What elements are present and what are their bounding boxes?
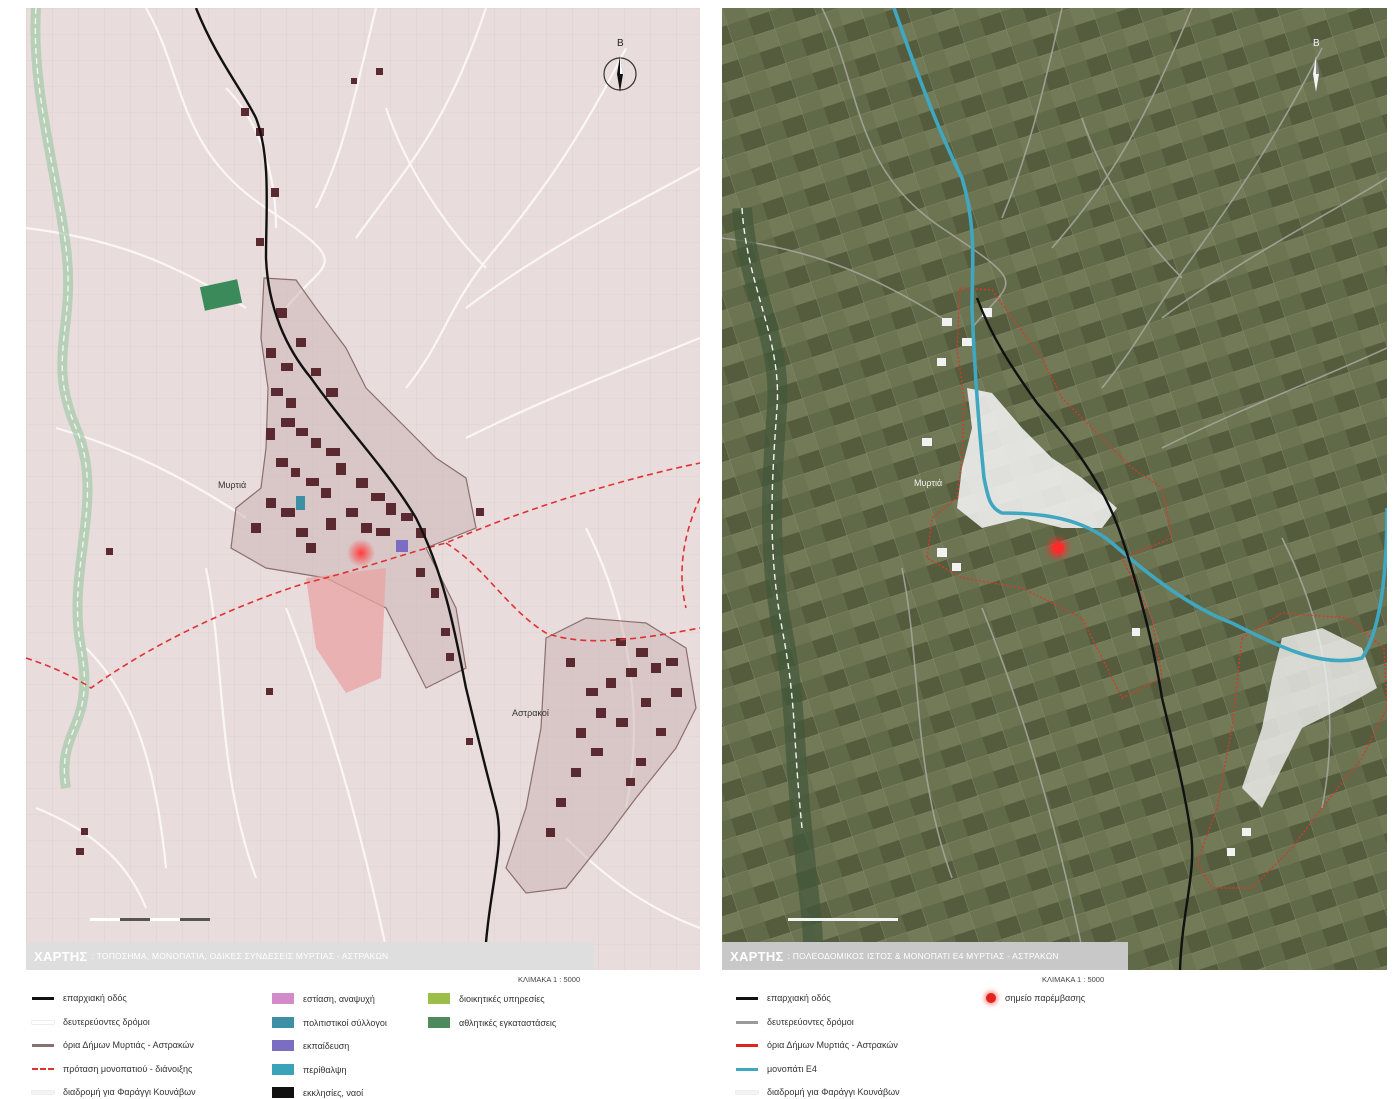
left-legend-label: πολιτιστικοί σύλλογοι — [303, 1017, 387, 1028]
left-legend-item: εστίαση, αναψυχή — [272, 993, 375, 1004]
right-legend-item: όρια Δήμων Μυρτιάς - Αστρακών — [736, 1040, 898, 1050]
left-legend-item: επαρχιακή οδός — [32, 993, 127, 1003]
left-legend-label: εκπαίδευση — [303, 1040, 350, 1051]
settlement-buildings — [922, 308, 1377, 856]
right-legend-item: δευτερεύοντες δρόμοι — [736, 1017, 854, 1027]
left-legend-item: εκκλησίες, ναοί — [272, 1087, 363, 1098]
right-legend-symbol — [736, 1090, 758, 1094]
left-map-title: ΧΑΡΤΗΣ : ΤΟΠΟΣΗΜΑ, ΜΟΝΟΠΑΤΙΑ, ΟΔΙΚΕΣ ΣΥΝ… — [26, 942, 594, 970]
north-letter: Β — [617, 38, 624, 49]
left-legend-item: όρια Δήμων Μυρτιάς - Αστρακών — [32, 1040, 194, 1050]
gorge-trail-line — [34, 8, 89, 789]
left-legend-symbol — [272, 1040, 294, 1051]
left-legend-symbol — [32, 1068, 54, 1070]
right-title-main: ΧΑΡΤΗΣ — [730, 948, 784, 964]
left-legend-symbol — [272, 1017, 294, 1028]
left-legend-symbol — [272, 1064, 294, 1075]
left-legend-label: επαρχιακή οδός — [63, 993, 127, 1003]
left-legend-symbol — [32, 1090, 54, 1094]
right-legend-symbol — [736, 1043, 758, 1047]
left-legend-symbol — [272, 993, 294, 1004]
right-legend-item: επαρχιακή οδός — [736, 993, 831, 1003]
left-legend-label: περίθαλψη — [303, 1064, 347, 1075]
left-map-panel[interactable]: Β Μυρτιά Αστρακοί — [26, 8, 700, 970]
north-letter-aerial: Β — [1313, 38, 1320, 49]
right-legend-label: επαρχιακή οδός — [767, 993, 831, 1003]
right-scale-label: ΚΛΙΜΑΚΑ 1 : 5000 — [1042, 975, 1105, 984]
intervention-point — [347, 539, 375, 567]
left-legend-item: πρόταση μονοπατιού - διάνοιξης — [32, 1064, 192, 1074]
right-map-canvas — [722, 8, 1387, 970]
left-title-main: ΧΑΡΤΗΣ — [34, 948, 88, 964]
secondary-roads-aerial — [722, 8, 1387, 949]
left-legend-label: διαδρομή για Φαράγγι Κουνάβων — [63, 1087, 196, 1097]
right-legend-item: μονοπάτι Ε4 — [736, 1064, 817, 1074]
boundary-myrtia-aerial — [926, 287, 1173, 699]
left-legend-symbol — [272, 1087, 294, 1098]
intervention-core — [1052, 542, 1064, 554]
gorge-trail-aerial — [741, 207, 803, 829]
left-legend-symbol — [428, 993, 450, 1004]
left-legend-label: αθλητικές εγκαταστάσεις — [459, 1017, 557, 1028]
right-legend-label: διαδρομή για Φαράγγι Κουνάβων — [767, 1087, 900, 1097]
left-legend-item: διοικητικές υπηρεσίες — [428, 993, 545, 1004]
label-myrtia-aerial: Μυρτιά — [914, 478, 943, 488]
right-legend-item: σημείο παρέμβασης — [986, 993, 1085, 1003]
trail-proposal-west-east — [26, 462, 700, 689]
right-legend-item: διαδρομή για Φαράγγι Κουνάβων — [736, 1087, 900, 1097]
left-legend-label: εστίαση, αναψυχή — [303, 993, 375, 1004]
myrtia-buildings — [76, 68, 484, 855]
trail-proposal-east — [681, 497, 700, 609]
sports-field — [199, 279, 243, 311]
right-map-title: ΧΑΡΤΗΣ : ΠΟΛΕΟΔΟΜΙΚΟΣ ΙΣΤΟΣ & ΜΟΝΟΠΑΤΙ Ε… — [722, 942, 1128, 970]
left-legend-symbol — [428, 1017, 450, 1028]
left-legend-item: διαδρομή για Φαράγγι Κουνάβων — [32, 1087, 196, 1097]
label-astrakoi: Αστρακοί — [512, 708, 549, 718]
left-legend-label: δευτερεύοντες δρόμοι — [63, 1017, 150, 1027]
left-legend-label: πρόταση μονοπατιού - διάνοιξης — [63, 1064, 193, 1074]
left-title-subtitle: : ΤΟΠΟΣΗΜΑ, ΜΟΝΟΠΑΤΙΑ, ΟΔΙΚΕΣ ΣΥΝΔΕΣΕΙΣ … — [91, 951, 389, 961]
left-map-canvas — [26, 8, 700, 970]
provincial-road — [194, 8, 501, 970]
left-legend-item: δευτερεύοντες δρόμοι — [32, 1017, 150, 1027]
right-legend-symbol — [986, 993, 996, 1003]
left-legend-label: διοικητικές υπηρεσίες — [459, 993, 545, 1004]
left-legend-item: πολιτιστικοί σύλλογοι — [272, 1017, 387, 1028]
right-legend-label: δευτερεύοντες δρόμοι — [767, 1017, 854, 1027]
right-legend-label: όρια Δήμων Μυρτιάς - Αστρακών — [767, 1040, 898, 1050]
myrtia-boundary — [230, 277, 477, 689]
left-legend-symbol — [32, 1043, 54, 1047]
astrakoi-buildings — [546, 638, 682, 837]
left-legend-label: εκκλησίες, ναοί — [303, 1087, 364, 1098]
right-legend-symbol — [736, 1020, 758, 1024]
poi-cultural — [296, 496, 305, 510]
trail-proposal-astrakoi — [445, 542, 700, 642]
right-legend-label: μονοπάτι Ε4 — [767, 1064, 817, 1074]
left-legend-symbol — [32, 1020, 54, 1024]
right-legend-label: σημείο παρέμβασης — [1005, 993, 1086, 1003]
right-title-subtitle: : ΠΟΛΕΟΔΟΜΙΚΟΣ ΙΣΤΟΣ & ΜΟΝΟΠΑΤΙ Ε4 ΜΥΡΤΙ… — [787, 951, 1059, 961]
left-scale-label: ΚΛΙΜΑΚΑ 1 : 5000 — [518, 975, 581, 984]
left-legend-item: αθλητικές εγκαταστάσεις — [428, 1017, 556, 1028]
right-legend-symbol — [736, 996, 758, 1000]
left-legend-item: περίθαλψη — [272, 1064, 346, 1075]
scale-bar — [90, 918, 210, 921]
boundary-astrakoi-aerial — [1196, 612, 1387, 889]
left-legend-symbol — [32, 996, 54, 1000]
intervention-zone — [306, 568, 386, 693]
scale-bar-aerial — [788, 918, 898, 921]
north-arrow-icon — [603, 56, 637, 92]
left-legend-item: εκπαίδευση — [272, 1040, 349, 1051]
poi-education — [396, 540, 408, 552]
north-arrow-icon — [1313, 56, 1319, 92]
label-myrtia: Μυρτιά — [218, 480, 247, 490]
e4-trail — [892, 8, 1387, 663]
left-legend-label: όρια Δήμων Μυρτιάς - Αστρακών — [63, 1040, 194, 1050]
right-legend-symbol — [736, 1067, 758, 1071]
right-map-panel[interactable]: Β Μυρτιά — [722, 8, 1387, 970]
provincial-road-aerial — [975, 297, 1194, 970]
